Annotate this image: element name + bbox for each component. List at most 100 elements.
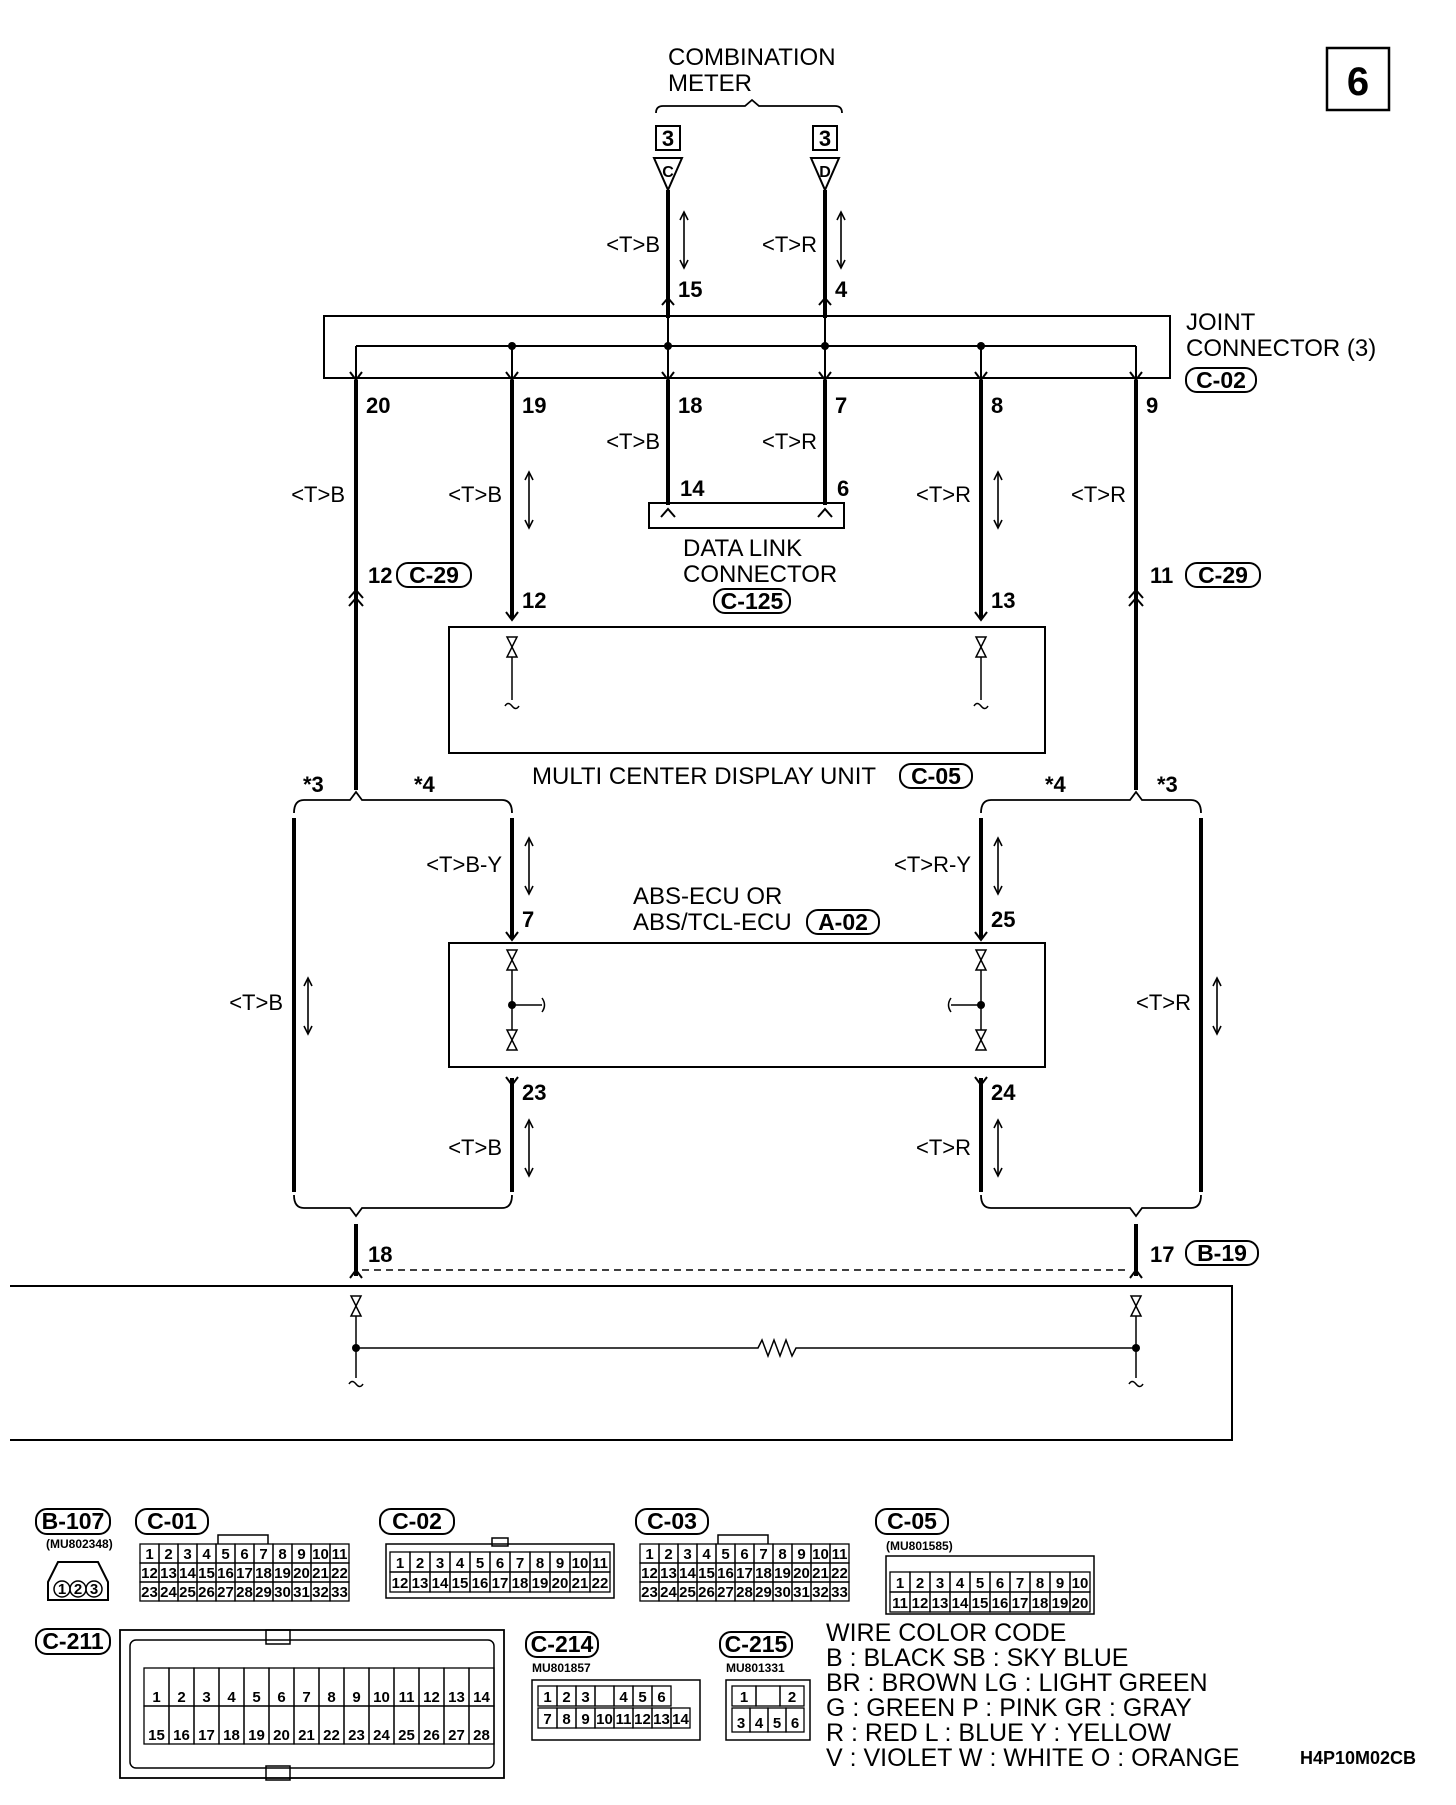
combination-meter-bracket — [655, 98, 843, 114]
wire-label-20: <T>B — [291, 482, 345, 507]
c03-pin: 12 — [641, 1565, 658, 1582]
c02-pin: 2 — [416, 1555, 424, 1572]
c02-pin: 10 — [572, 1555, 589, 1572]
c03-pin: 15 — [698, 1565, 715, 1582]
c211-pin: 14 — [473, 1689, 490, 1706]
c01-pin: 22 — [331, 1565, 348, 1582]
pin-13: 13 — [991, 588, 1015, 613]
c01-pin: 11 — [332, 1546, 348, 1563]
c05-pin: 1 — [896, 1575, 904, 1592]
c03-pin: 28 — [736, 1584, 753, 1601]
c211-pin: 28 — [473, 1727, 490, 1744]
wire-label-8: <T>R — [916, 482, 971, 507]
b107-code: B-107 — [42, 1508, 105, 1534]
c214-part: MU801857 — [532, 1661, 591, 1675]
wire-color-line-2: BR : BROWN LG : LIGHT GREEN — [826, 1669, 1208, 1697]
c01-pin: 24 — [160, 1584, 177, 1601]
c211-pin: 1 — [152, 1689, 160, 1706]
c05-pin: 2 — [916, 1575, 924, 1592]
c02-pin: 20 — [552, 1575, 569, 1592]
c215-pin: 4 — [755, 1715, 764, 1732]
c211-pin: 21 — [298, 1727, 315, 1744]
pin-17: 17 — [1150, 1242, 1174, 1267]
wire-label-left-bypass: <T>B — [229, 990, 283, 1015]
pin-25: 25 — [991, 907, 1015, 932]
wire-label-meter-r: <T>R — [762, 232, 817, 257]
c05-pin: 10 — [1072, 1575, 1089, 1592]
abs-ecu-label-2: ABS/TCL-ECU — [633, 909, 792, 936]
c05-pin: 9 — [1056, 1575, 1064, 1592]
bottom-unit-box — [10, 1285, 1233, 1441]
c03-pin: 11 — [832, 1546, 848, 1563]
c214-pin: 3 — [581, 1689, 589, 1706]
pin-24: 24 — [991, 1080, 1016, 1105]
c05-part: (MU801585) — [886, 1539, 953, 1553]
c01-pin: 33 — [331, 1584, 348, 1601]
meter-conn-left-num: 3 — [662, 126, 674, 151]
c211-pin: 7 — [302, 1689, 310, 1706]
c05-pin: 19 — [1052, 1595, 1069, 1612]
c03-pin: 7 — [759, 1546, 767, 1563]
wire-color-line-4: R : RED L : BLUE Y : YELLOW — [826, 1719, 1171, 1747]
wire-color-code-title: WIRE COLOR CODE — [826, 1619, 1066, 1647]
wire-label-18: <T>B — [606, 429, 660, 454]
combination-meter-label-2: METER — [668, 70, 752, 97]
c01-pin: 13 — [160, 1565, 177, 1582]
c215-code: C-215 — [725, 1631, 788, 1657]
c211-pin: 9 — [352, 1689, 360, 1706]
joint-connector-code: C-02 — [1196, 367, 1246, 393]
wire-label-abs-25: <T>R-Y — [894, 852, 971, 877]
c02-pin: 3 — [436, 1555, 444, 1572]
page-number: 6 — [1347, 60, 1369, 104]
c03-pin: 2 — [664, 1546, 672, 1563]
c02-pin: 21 — [572, 1575, 589, 1592]
c03-pin: 3 — [683, 1546, 691, 1563]
c01-pin: 30 — [274, 1584, 291, 1601]
c02-pin: 4 — [456, 1555, 465, 1572]
c01-pin: 19 — [274, 1565, 291, 1582]
c02-pin: 16 — [472, 1575, 489, 1592]
pin-6: 6 — [837, 476, 849, 501]
c05-pin: 8 — [1036, 1575, 1044, 1592]
c03-pin: 32 — [812, 1584, 829, 1601]
meter-conn-left-box — [655, 125, 681, 151]
c01-pin: 16 — [217, 1565, 234, 1582]
data-link-connector-box — [648, 502, 845, 529]
c214-pin: 6 — [657, 1689, 665, 1706]
c01-pin: 23 — [141, 1584, 158, 1601]
c03-pin: 21 — [812, 1565, 829, 1582]
pin-12-display: 12 — [522, 588, 546, 613]
c03-pin: 33 — [831, 1584, 848, 1601]
c214-pin: 7 — [543, 1711, 551, 1728]
c03-pin: 4 — [702, 1546, 711, 1563]
c01-pin: 6 — [240, 1546, 248, 1563]
c02-pin: 13 — [412, 1575, 429, 1592]
c03-pin: 8 — [778, 1546, 786, 1563]
c03-pin: 1 — [645, 1546, 653, 1563]
wire-label-19: <T>B — [448, 482, 502, 507]
c211-pin: 23 — [348, 1727, 365, 1744]
c01-pin: 28 — [236, 1584, 253, 1601]
c05-pin: 15 — [972, 1595, 989, 1612]
c01-pin: 7 — [259, 1546, 267, 1563]
c01-pin: 21 — [312, 1565, 329, 1582]
b107-pin: 3 — [90, 1581, 98, 1598]
c05-pin: 18 — [1032, 1595, 1049, 1612]
c03-pin: 9 — [797, 1546, 805, 1563]
c01-pin: 10 — [312, 1546, 329, 1563]
dlc-label-2: CONNECTOR — [683, 561, 837, 588]
c214-pin: 8 — [562, 1711, 570, 1728]
c214-code: C-214 — [531, 1631, 594, 1657]
c01-pin: 18 — [255, 1565, 272, 1582]
c01-pin: 4 — [202, 1546, 211, 1563]
meter-conn-right-letter: D — [819, 164, 831, 181]
c215-pin: 3 — [737, 1715, 745, 1732]
c211-pin: 26 — [423, 1727, 440, 1744]
c211-pin: 22 — [323, 1727, 340, 1744]
c01-pin: 25 — [179, 1584, 196, 1601]
c02-pin: 22 — [592, 1575, 609, 1592]
c211-pin: 19 — [248, 1727, 265, 1744]
pin-18: 18 — [678, 393, 702, 418]
meter-conn-left-letter: C — [662, 164, 674, 181]
